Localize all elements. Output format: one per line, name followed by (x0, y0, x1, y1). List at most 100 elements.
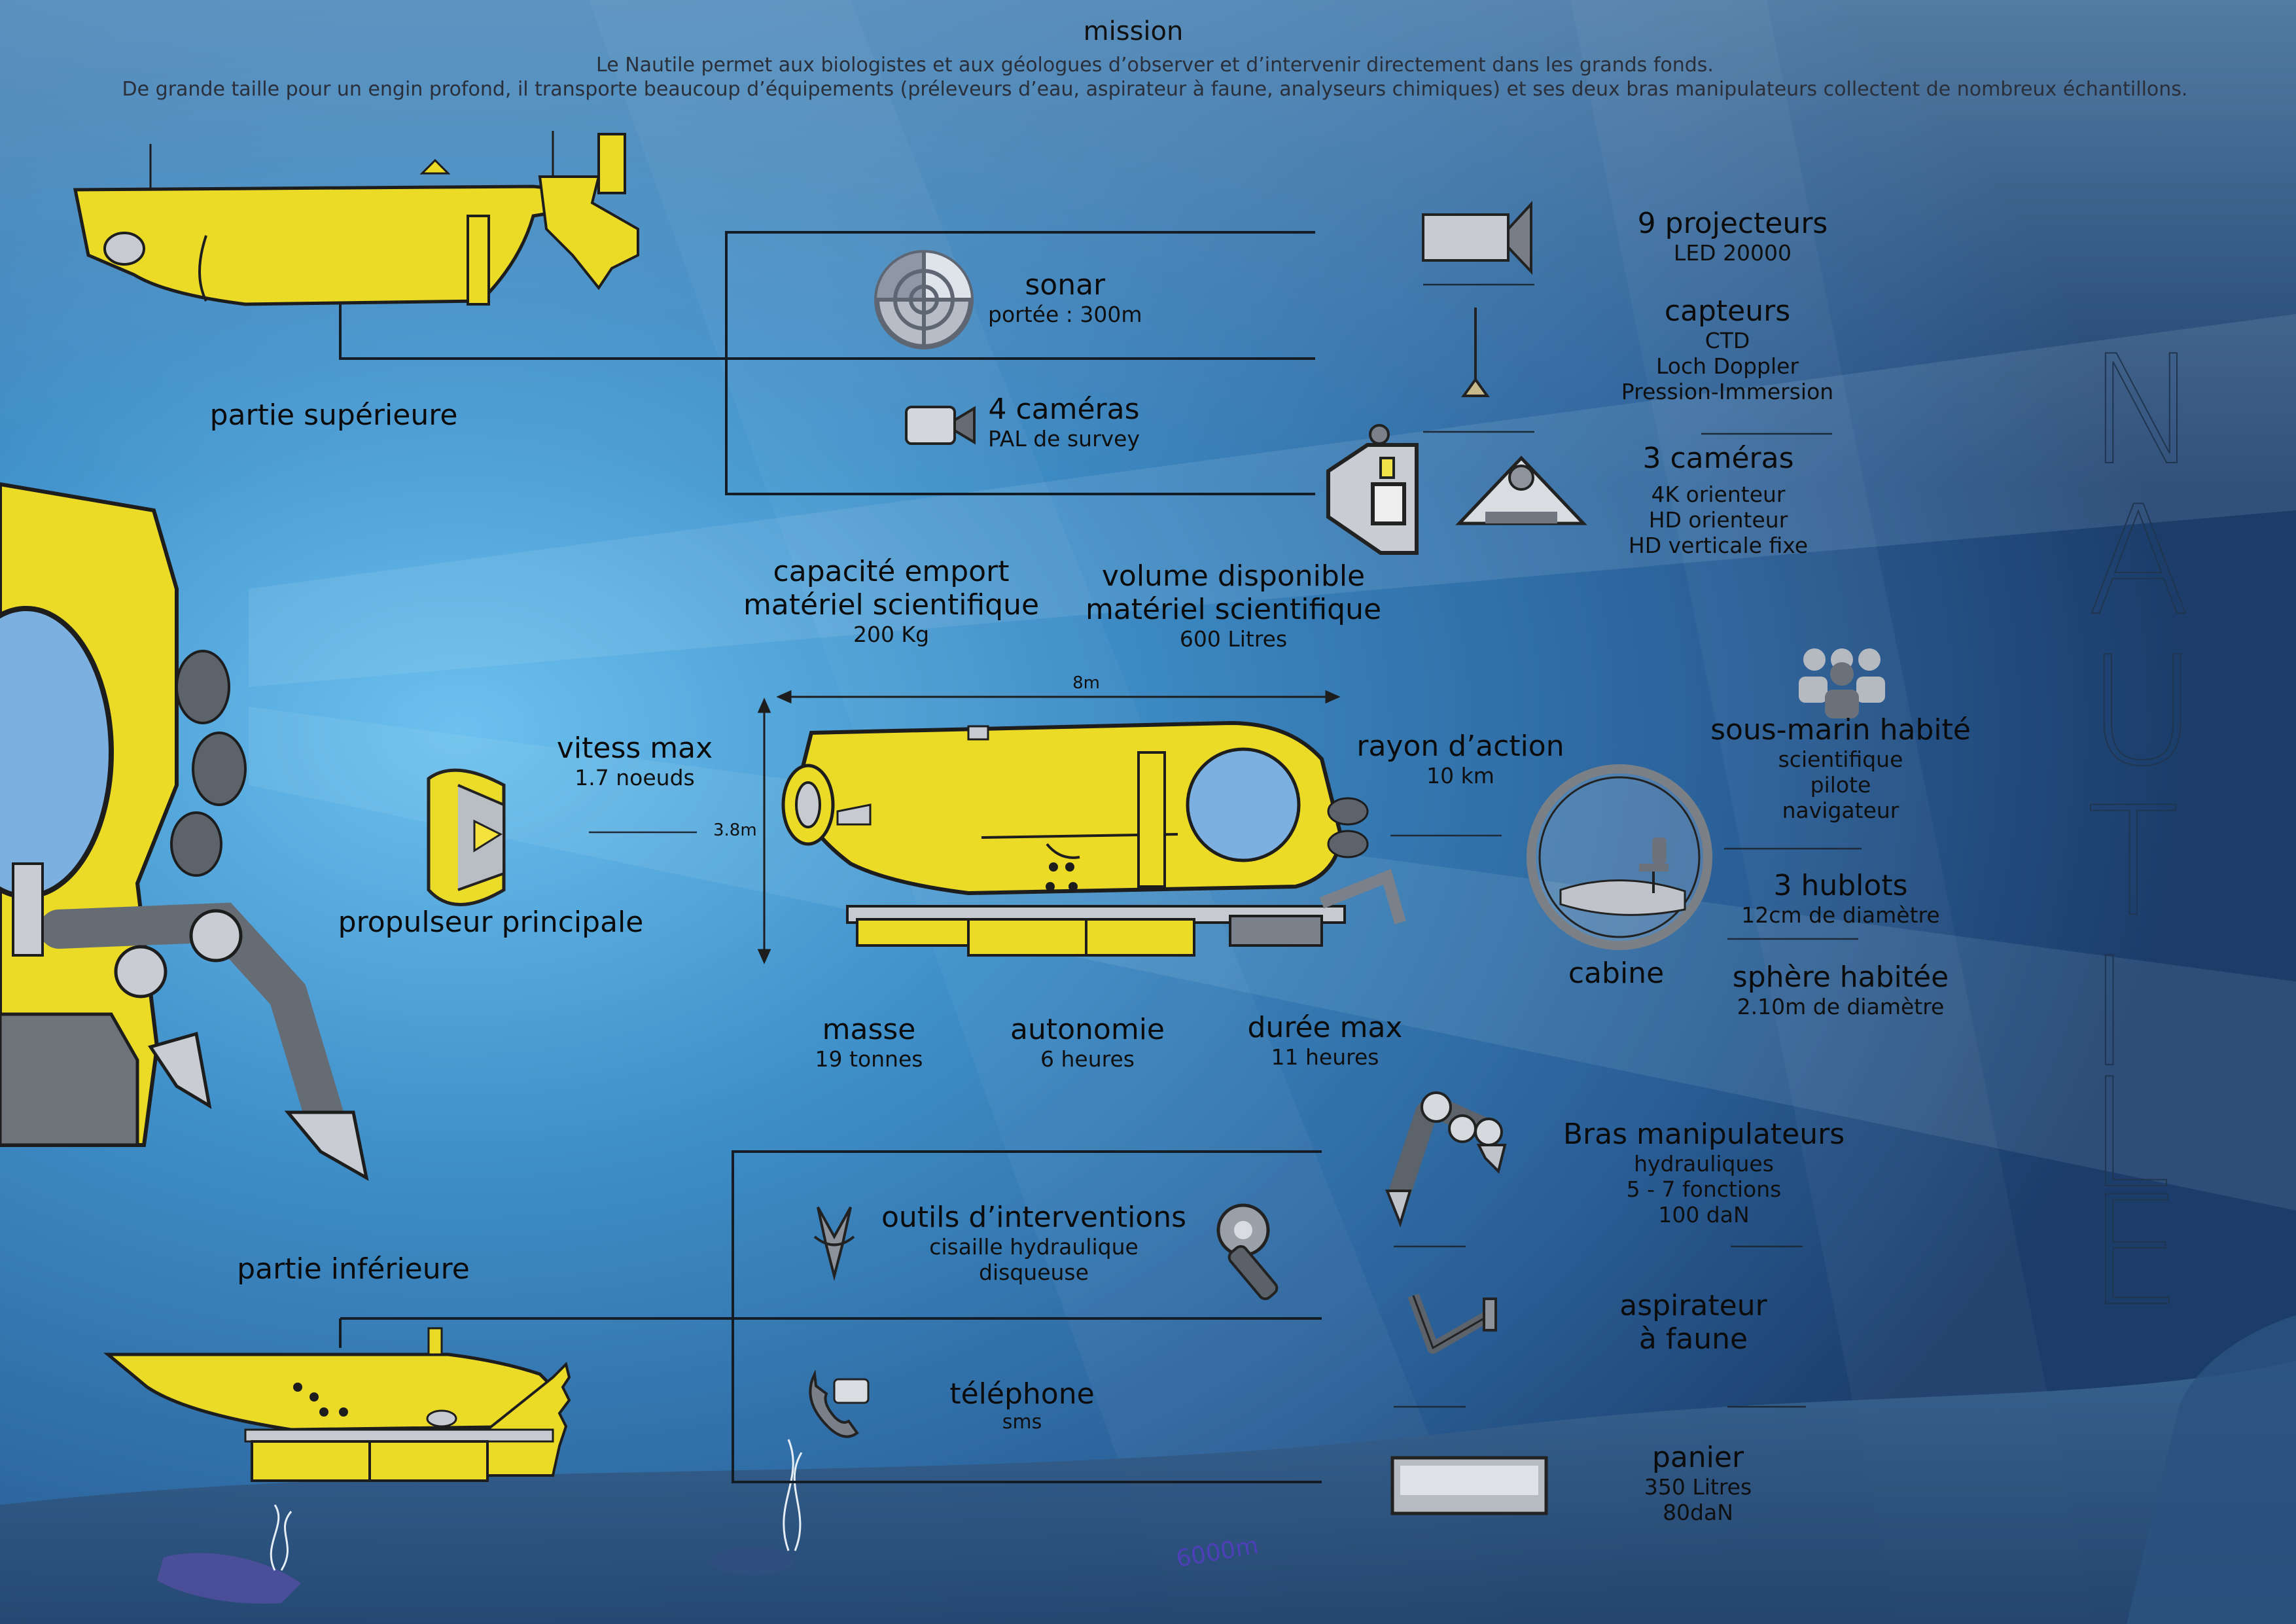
capteurs-title: capteurs (1664, 294, 1791, 328)
sonar-title: sonar (1025, 268, 1106, 302)
panier-spec: panier 350 Litres 80daN (1644, 1441, 1752, 1525)
outils-line: disqueuse (979, 1260, 1089, 1285)
upper-part-illustration (73, 131, 639, 306)
hublots-value: 12cm de diamètre (1741, 902, 1940, 928)
cabine-label: cabine (1568, 957, 1665, 990)
cameras-4-sub: PAL de survey (988, 426, 1140, 451)
title-letter: U (2087, 624, 2198, 800)
habite-line: pilote (1810, 772, 1871, 798)
bras-line: hydrauliques (1634, 1151, 1774, 1176)
habite-spec: sous-marin habité scientifique pilote na… (1710, 713, 1971, 823)
capacite-title-2: matériel scientifique (743, 588, 1040, 622)
aspirateur-title-2: à faune (1638, 1322, 1748, 1356)
grinder-icon (1216, 1203, 1279, 1301)
capteurs-line: Loch Doppler (1655, 353, 1799, 379)
habite-title: sous-marin habité (1710, 713, 1971, 747)
cameras-4-spec: 4 caméras PAL de survey (988, 393, 1140, 451)
aspirateur-title-1: aspirateur (1619, 1289, 1767, 1322)
title-letter: I (2087, 925, 2132, 1101)
volume-title-2: matériel scientifique (1085, 593, 1382, 626)
camera-pod-icon (1455, 455, 1587, 525)
aspirateur-spec: aspirateur à faune (1619, 1289, 1767, 1356)
bras-title: Bras manipulateurs (1563, 1118, 1845, 1151)
habite-line: navigateur (1782, 798, 1899, 823)
dimension-lines (757, 690, 1341, 964)
connector-lines (339, 231, 1322, 1483)
lower-part-label: partie inférieure (237, 1252, 470, 1286)
panier-line: 80daN (1663, 1500, 1733, 1525)
vitesse-value: 1.7 noeuds (574, 765, 695, 790)
sphere-title: sphère habitée (1732, 961, 1949, 994)
outils-line: cisaille hydraulique (929, 1234, 1139, 1260)
duree-spec: durée max 11 heures (1248, 1011, 1403, 1070)
video-camera-icon (905, 406, 976, 445)
volume-value: 600 Litres (1179, 626, 1288, 652)
rayon-spec: rayon d’action 10 km (1356, 730, 1564, 788)
height-dimension: 3.8m (713, 821, 757, 840)
thruster-icon (427, 768, 506, 906)
bras-line: 100 daN (1658, 1202, 1750, 1227)
volume-title-1: volume disponible (1101, 559, 1366, 593)
telephone-sub: sms (1002, 1411, 1042, 1434)
masse-spec: masse 19 tonnes (815, 1013, 923, 1072)
sensor-icon (1461, 308, 1490, 397)
vitesse-spec: vitess max 1.7 noeuds (557, 732, 713, 790)
lower-part-illustration (103, 1327, 571, 1482)
title-letter: E (2087, 1164, 2183, 1340)
capacite-spec: capacité emport matériel scientifique 20… (743, 555, 1039, 647)
outils-spec: outils d’interventions cisaille hydrauli… (881, 1201, 1186, 1285)
shears-icon (813, 1207, 855, 1281)
cabin-icon (1527, 764, 1712, 950)
camera-pod-icon (1326, 424, 1419, 555)
telephone-spec: téléphone sms (949, 1377, 1094, 1434)
dividers (589, 283, 1862, 1408)
autonomie-title: autonomie (1010, 1013, 1165, 1046)
mission-title: mission (1083, 16, 1184, 46)
bras-line: 5 - 7 fonctions (1626, 1176, 1782, 1202)
crew-icon (1799, 648, 1885, 718)
title-letter: T (2087, 775, 2180, 951)
suction-icon (1407, 1293, 1497, 1354)
duree-value: 11 heures (1271, 1044, 1379, 1070)
sonar-range: portée : 300m (988, 302, 1142, 327)
cameras-4-title: 4 caméras (988, 393, 1140, 426)
panier-line: 350 Litres (1644, 1474, 1752, 1500)
hublots-spec: 3 hublots 12cm de diamètre (1741, 869, 1939, 928)
masse-title: masse (822, 1013, 916, 1046)
robot-arm-icon (1385, 1091, 1507, 1228)
cameras-3-title: 3 caméras (1642, 442, 1794, 475)
mission-line-2: De grande taille pour un engin profond, … (122, 78, 2188, 101)
upper-part-label: partie supérieure (209, 398, 458, 432)
basket-icon (1390, 1456, 1548, 1515)
duree-title: durée max (1247, 1011, 1403, 1044)
capacite-value: 200 Kg (853, 622, 930, 647)
volume-spec: volume disponible matériel scientifique … (1086, 559, 1381, 652)
title-letter: L (2087, 1046, 2172, 1222)
outils-title: outils d’interventions (881, 1201, 1187, 1234)
vitesse-title: vitess max (556, 732, 713, 765)
projecteurs-title: 9 projecteurs (1637, 207, 1828, 240)
phone-icon (809, 1369, 870, 1438)
large-submarine-closeup (0, 482, 369, 1181)
panier-title: panier (1651, 1441, 1744, 1474)
autonomie-value: 6 heures (1040, 1046, 1135, 1072)
telephone-title: téléphone (949, 1377, 1095, 1411)
habite-line: scientifique (1778, 747, 1903, 772)
bras-spec: Bras manipulateurs hydrauliques 5 - 7 fo… (1563, 1118, 1845, 1227)
main-submarine-illustration (781, 720, 1406, 957)
sonar-icon (874, 250, 974, 349)
length-dimension: 8m (1072, 673, 1100, 693)
mission-line-1: Le Nautile permet aux biologistes et aux… (596, 54, 1714, 77)
cameras-3-line: 4K orienteur (1651, 482, 1786, 507)
capteurs-line: CTD (1704, 328, 1750, 353)
depth-label: 6000m (1174, 1532, 1260, 1572)
masse-value: 19 tonnes (815, 1046, 923, 1072)
rayon-title: rayon d’action (1356, 730, 1564, 763)
capteurs-spec: capteurs CTD Loch Doppler Pression-Immer… (1621, 294, 1833, 404)
projector-icon (1422, 200, 1532, 275)
capacite-title-1: capacité emport (773, 555, 1010, 588)
sphere-value: 2.10m de diamètre (1737, 994, 1945, 1019)
sonar-spec: sonar portée : 300m (988, 268, 1142, 327)
title-letter: N (2087, 323, 2200, 499)
